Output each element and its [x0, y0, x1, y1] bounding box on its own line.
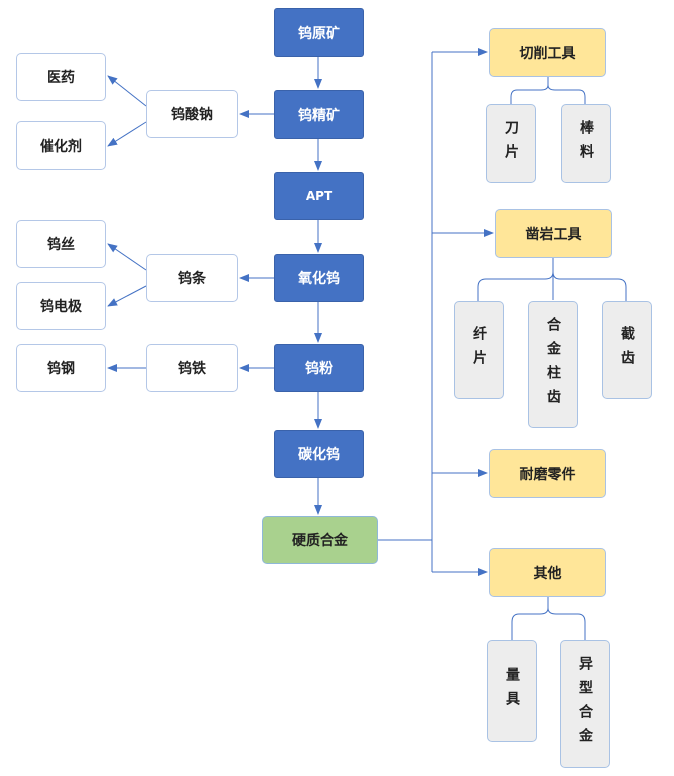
node-cutting-teeth: 截齿 [602, 301, 652, 399]
node-blade: 刀片 [486, 104, 536, 183]
node-catalyst: 催化剂 [16, 121, 106, 170]
node-gauges: 量具 [487, 640, 537, 742]
node-tungsten-bar: 钨条 [146, 254, 238, 302]
node-tungsten-ore: 钨原矿 [274, 8, 364, 57]
node-tungsten-steel: 钨钢 [16, 344, 106, 392]
node-alloy-column-teeth: 合金柱齿 [528, 301, 578, 428]
node-tungsten-oxide: 氧化钨 [274, 254, 364, 302]
node-tungsten-electrode: 钨电极 [16, 282, 106, 330]
node-apt: APT [274, 172, 364, 220]
arrow-bar-electrode [107, 285, 147, 307]
node-hardmetal: 硬质合金 [262, 516, 378, 564]
node-ferro-tungsten: 钨铁 [146, 344, 238, 392]
node-tungsten-powder: 钨粉 [274, 344, 364, 392]
arrow-sodium-catalyst [107, 121, 147, 147]
node-medicine: 医药 [16, 53, 106, 101]
node-cutting-tools: 切削工具 [489, 28, 606, 77]
brace-others [511, 597, 586, 640]
node-bar-stock: 棒料 [561, 104, 611, 183]
node-sodium-tungstate: 钨酸钠 [146, 90, 238, 138]
brace-rock [477, 258, 627, 301]
node-tungsten-wire: 钨丝 [16, 220, 106, 268]
node-special-alloy: 异型合金 [560, 640, 610, 768]
node-others: 其他 [489, 548, 606, 597]
arrow-bar-wire [107, 243, 147, 271]
brace-cutting [510, 77, 586, 104]
node-rock-tools: 凿岩工具 [495, 209, 612, 258]
arrow-sodium-medicine [107, 75, 147, 107]
node-tungsten-carbide: 碳化钨 [274, 430, 364, 478]
node-tungsten-concentrate: 钨精矿 [274, 90, 364, 139]
node-fiber-piece: 纤片 [454, 301, 504, 399]
node-wear-parts: 耐磨零件 [489, 449, 606, 498]
